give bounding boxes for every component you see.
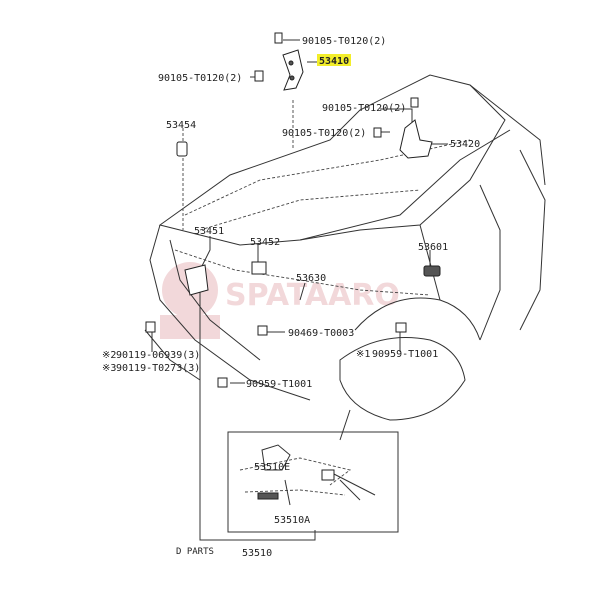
label-parts-note: D PARTS xyxy=(176,547,214,557)
bolt-right1-icon xyxy=(410,97,419,108)
watermark-text: SPATAARO xyxy=(225,278,400,313)
label-bolt-right2: 90105-T0120(2) xyxy=(282,128,366,139)
label-53601: 53601 xyxy=(418,242,448,253)
clip-90959-bottom-icon xyxy=(217,377,228,388)
label-clip-a: 90119-06939(3) xyxy=(116,350,200,361)
label-53454: 53454 xyxy=(166,120,196,131)
label-clip-b: 90119-T0273(3) xyxy=(116,363,200,374)
clip-90119-icon xyxy=(145,321,156,333)
lock-assembly-inset xyxy=(227,431,399,533)
label-90469: 90469-T0003 xyxy=(288,328,354,339)
label-90959-bottom: 90959-T1001 xyxy=(246,379,312,390)
label-53451: 53451 xyxy=(194,226,224,237)
label-53420: 53420 xyxy=(450,139,480,150)
bolt-top-icon xyxy=(274,32,283,44)
label-bolt-right1: 90105-T0120(2) xyxy=(322,103,406,114)
label-53510E: 53510E xyxy=(254,462,290,473)
label-bolt-left: 90105-T0120(2) xyxy=(158,73,242,84)
label-mark-1: ※1 xyxy=(356,349,370,360)
cushion-53454 xyxy=(176,141,188,157)
switch-53601 xyxy=(423,265,441,277)
highlight-53410 xyxy=(317,54,351,66)
label-bolt-top: 90105-T0120(2) xyxy=(302,36,386,47)
label-53410: 53410 xyxy=(319,56,349,67)
clip-90959-right-icon xyxy=(395,322,407,333)
vehicle-outline xyxy=(144,74,546,441)
release-lever-53452 xyxy=(251,261,267,275)
bolt-left-icon xyxy=(254,70,264,82)
label-mark-3: ※3 xyxy=(102,363,116,374)
label-53452: 53452 xyxy=(250,237,280,248)
label-53510: 53510 xyxy=(242,548,272,559)
label-mark-2: ※2 xyxy=(102,350,116,361)
bolt-right2-icon xyxy=(373,127,382,138)
label-53630: 53630 xyxy=(296,273,326,284)
hood-hinge-53410 xyxy=(282,49,304,91)
hood-hinge-53420 xyxy=(399,119,433,159)
label-90959-right: 90959-T1001 xyxy=(372,349,438,360)
clip-90469-icon xyxy=(257,325,268,336)
label-53510A: 53510A xyxy=(274,515,310,526)
hood-lock-53451 xyxy=(184,264,209,296)
